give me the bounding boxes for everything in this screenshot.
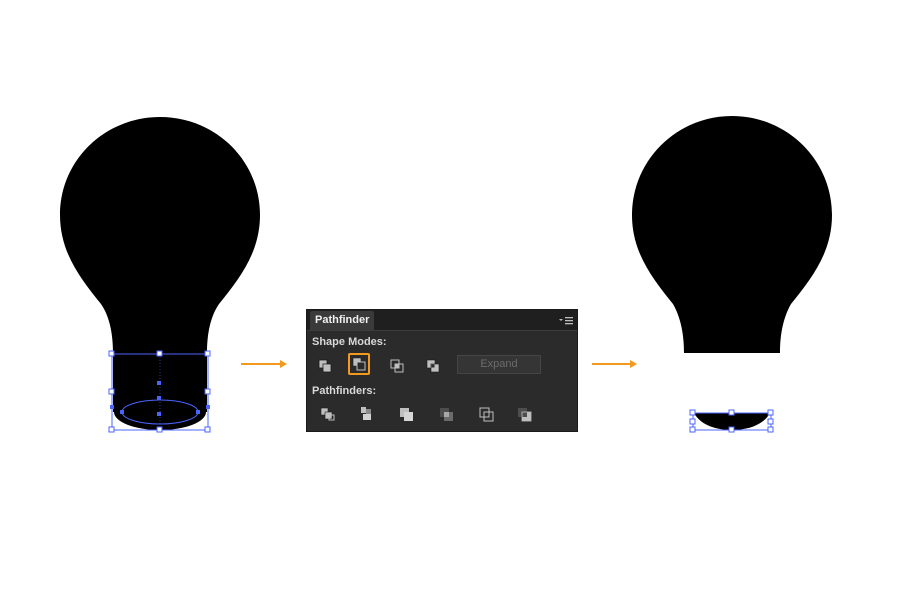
unite-icon: [318, 359, 332, 373]
minus-back-icon: [518, 408, 532, 422]
shape-modes-label: Shape Modes:: [312, 336, 387, 348]
crop-button[interactable]: [436, 403, 458, 425]
bulb-shape: [60, 117, 260, 412]
exclude-icon: [426, 359, 440, 373]
bulb-before[interactable]: [60, 117, 260, 433]
bulb-shape-result: [632, 116, 832, 353]
bulb-base-result: [694, 413, 770, 430]
unite-button[interactable]: [314, 354, 336, 376]
minus-front-button[interactable]: [348, 353, 370, 375]
minus-back-button[interactable]: [514, 403, 536, 425]
minus-front-icon: [352, 357, 366, 371]
arrow-right-icon: [592, 360, 637, 368]
selection-handles-result: [689, 409, 774, 433]
trim-icon: [361, 407, 371, 420]
panel-header: Pathfinder: [307, 310, 577, 331]
exclude-button[interactable]: [422, 354, 444, 376]
divide-button[interactable]: [317, 403, 339, 425]
pathfinder-panel: Pathfinder Shape Modes:: [306, 309, 578, 432]
selection-handles: [108, 350, 211, 433]
intersect-button[interactable]: [386, 354, 408, 376]
outline-icon: [479, 407, 494, 422]
merge-button[interactable]: [396, 403, 418, 425]
crop-icon: [440, 408, 453, 421]
panel-tab-pathfinder[interactable]: Pathfinder: [310, 311, 375, 330]
anchor-points: [110, 381, 210, 416]
panel-menu-icon[interactable]: [559, 314, 573, 326]
outline-button[interactable]: [476, 403, 498, 425]
arrow-right-icon: [241, 360, 287, 368]
intersect-icon: [390, 359, 404, 373]
pathfinders-label: Pathfinders:: [312, 385, 377, 397]
bulb-after[interactable]: [632, 116, 832, 433]
merge-icon: [400, 408, 413, 421]
expand-button[interactable]: Expand: [457, 355, 541, 374]
trim-button[interactable]: [356, 403, 378, 425]
divide-icon: [320, 407, 335, 421]
